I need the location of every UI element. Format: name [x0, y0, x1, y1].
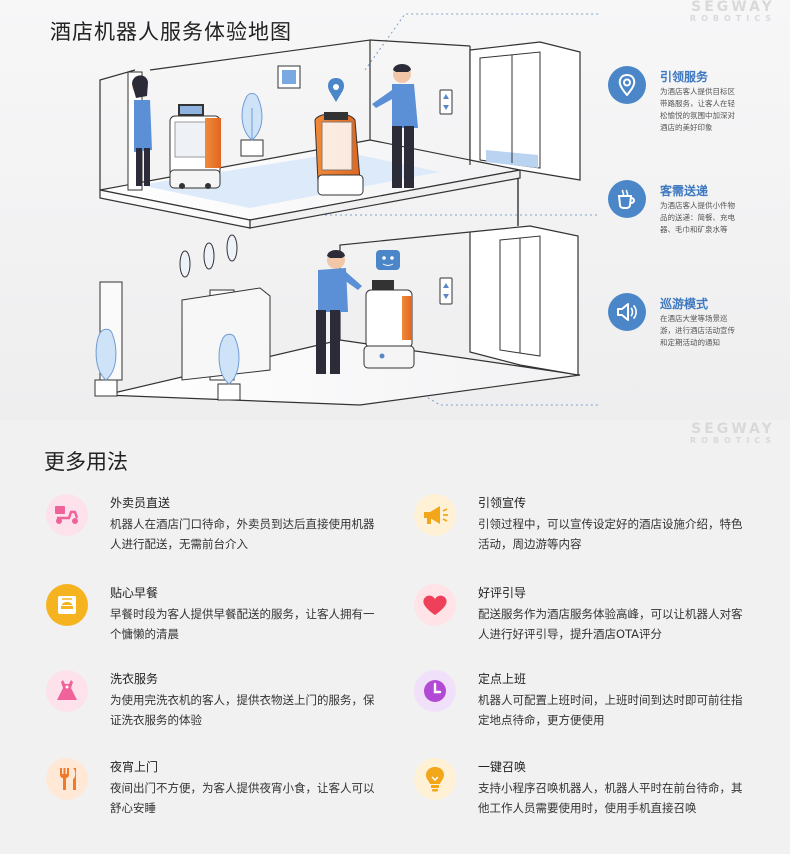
clock-icon [414, 670, 456, 712]
map-title: 酒店机器人服务体验地图 [50, 20, 292, 44]
usage-section-title: 更多用法 [44, 450, 128, 474]
usage-name: 定点上班 [478, 672, 527, 686]
feature-desc: 在酒店大堂等场景巡游，进行酒店活动宣传和定期活动的通知 [660, 314, 735, 347]
service-map-panel: 酒店机器人服务体验地图 SEGWAY ROBOTICS [0, 0, 790, 420]
usage-name: 外卖员直送 [110, 496, 171, 510]
usage-desc: 引领过程中，可以宣传设定好的酒店设施介绍，特色活动，周边游等内容 [478, 517, 743, 551]
usage-name: 贴心早餐 [110, 586, 159, 600]
heart-icon [414, 584, 456, 626]
feature-desc: 为酒店客人提供小件物品的送递：简餐、充电器、毛巾和矿泉水等 [660, 201, 735, 234]
lower-floor [94, 225, 581, 406]
usage-name: 一键召唤 [478, 760, 527, 774]
usage-name: 引领宣传 [478, 496, 527, 510]
feature-name: 巡游模式 [660, 297, 709, 311]
usage-desc: 支持小程序召唤机器人，机器人平时在前台待命，其他工作人员需要使用时，使用手机直接… [478, 781, 743, 815]
usage-name: 夜宵上门 [110, 760, 159, 774]
fork-knife-icon [46, 758, 88, 800]
brand-watermark-bottom: SEGWAY ROBOTICS [689, 421, 776, 445]
hotel-illustration [94, 13, 600, 406]
megaphone-icon [414, 494, 456, 536]
usage-desc: 夜间出门不方便，为客人提供夜宵小食，让客人可以舒心安睡 [110, 781, 375, 815]
more-usage-panel: SEGWAY ROBOTICS 更多用法 外卖员直送 机器人在酒店门口待命，外卖… [0, 420, 790, 854]
feature-desc: 为酒店客人提供目标区带路服务，让客人在轻松愉悦的氛围中加深对酒店的美好印象 [660, 87, 735, 132]
upper-floor [99, 39, 581, 229]
dress-icon [46, 670, 88, 712]
coffee-cup-icon [608, 180, 646, 218]
location-pin-icon [608, 66, 646, 104]
speaker-icon [608, 293, 646, 331]
delivery-scooter-icon [46, 494, 88, 536]
usage-name: 好评引导 [478, 586, 527, 600]
usage-desc: 配送服务作为酒店服务体验高峰，可以让机器人对客人进行好评引导，提升酒店OTA评分 [478, 607, 743, 641]
connector-lines [204, 13, 600, 406]
brand-watermark-top: SEGWAY ROBOTICS [689, 0, 776, 23]
feature-name: 客需送递 [660, 184, 709, 198]
usage-name: 洗衣服务 [110, 672, 159, 686]
light-bulb-icon [414, 758, 456, 800]
feature-name: 引领服务 [660, 70, 709, 84]
usage-desc: 为使用完洗衣机的客人，提供衣物送上门的服务，保证洗衣服务的体验 [110, 693, 375, 727]
usage-desc: 机器人在酒店门口待命，外卖员到达后直接使用机器人进行配送，无需前台介入 [110, 517, 375, 551]
usage-desc: 机器人可配置上班时间，上班时间到达时即可前往指定地点待命，更方便使用 [478, 693, 743, 727]
breakfast-icon [46, 584, 88, 626]
usage-desc: 早餐时段为客人提供早餐配送的服务，让客人拥有一个慵懒的清晨 [110, 607, 375, 641]
